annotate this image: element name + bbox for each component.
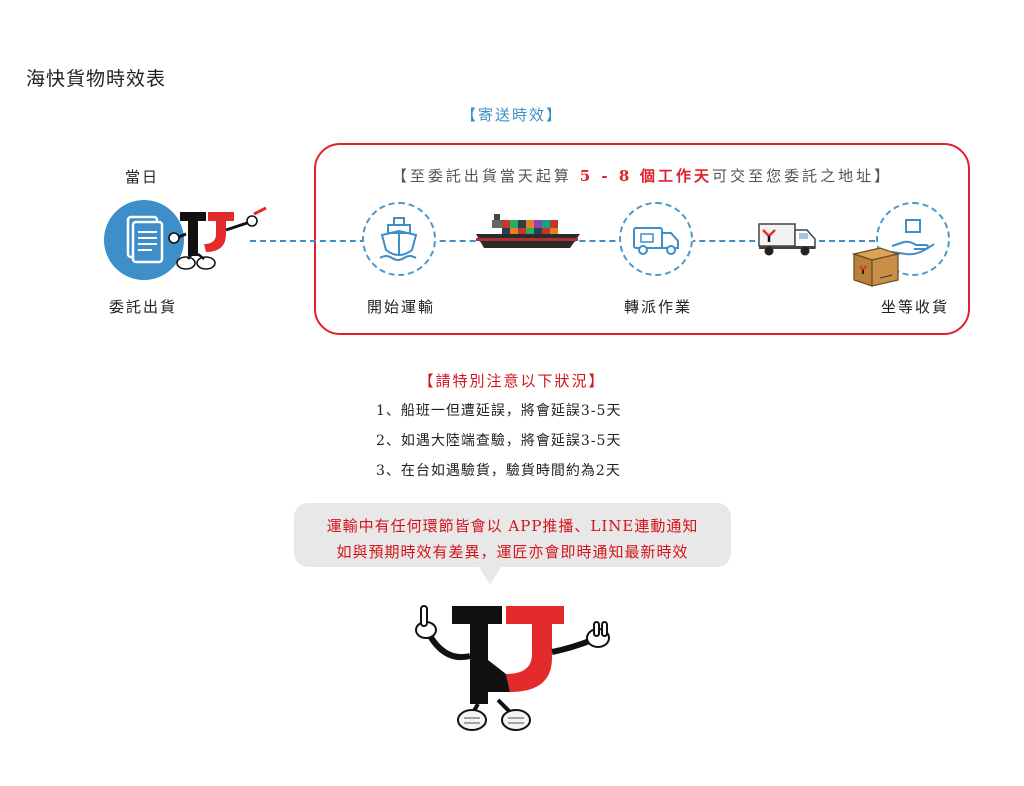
- document-icon: [126, 215, 164, 264]
- mascot-small: [168, 206, 267, 270]
- period-prefix: 【至委託出貨當天起算: [391, 167, 572, 185]
- bubble-line-2: 如與預期時效有差異，運匠亦會即時通知最新時效: [336, 543, 689, 561]
- notice-item: 2、如遇大陸端查驗，將會延誤3-5天: [376, 433, 622, 449]
- step-label-transport: 開始運輸: [367, 298, 436, 316]
- cargo-ship-icon: [476, 214, 580, 248]
- dispatch-step-circle: [619, 202, 693, 276]
- parcel-box-icon: [851, 247, 901, 287]
- period-suffix: 可交至您委託之地址】: [712, 167, 893, 185]
- truck-icon: [758, 223, 816, 256]
- step-label-dispatch: 轉派作業: [624, 298, 693, 316]
- period-days: 5 - 8: [579, 167, 633, 185]
- delivery-period-text: 【至委託出貨當天起算 5 - 8 個工作天可交至您委託之地址】: [316, 165, 968, 186]
- transport-step-circle: [362, 202, 436, 276]
- mascot-logo-large: [415, 605, 610, 731]
- step-label-consign: 委託出貨: [109, 298, 178, 316]
- van-icon: [633, 227, 679, 255]
- section-title: 【寄送時效】: [460, 106, 563, 124]
- bubble-line-1: 運輸中有任何環節皆會以 APP推播、LINE連動通知: [326, 517, 699, 535]
- speech-bubble-tail: [478, 566, 502, 584]
- delivery-period-box: [314, 143, 970, 335]
- hand-box-icon: [891, 219, 935, 256]
- ship-icon: [379, 217, 418, 261]
- notice-item: 3、在台如遇驗貨，驗貨時間約為2天: [376, 463, 621, 479]
- period-unit: 個工作天: [640, 167, 713, 185]
- page-title: 海快貨物時效表: [26, 68, 167, 90]
- notice-title: 【請特別注意以下狀況】: [418, 372, 606, 390]
- day-label: 當日: [125, 168, 160, 186]
- notice-item: 1、船班一但遭延誤，將會延誤3-5天: [376, 403, 622, 419]
- step-label-receive: 坐等收貨: [881, 298, 950, 316]
- speech-bubble: [294, 503, 731, 567]
